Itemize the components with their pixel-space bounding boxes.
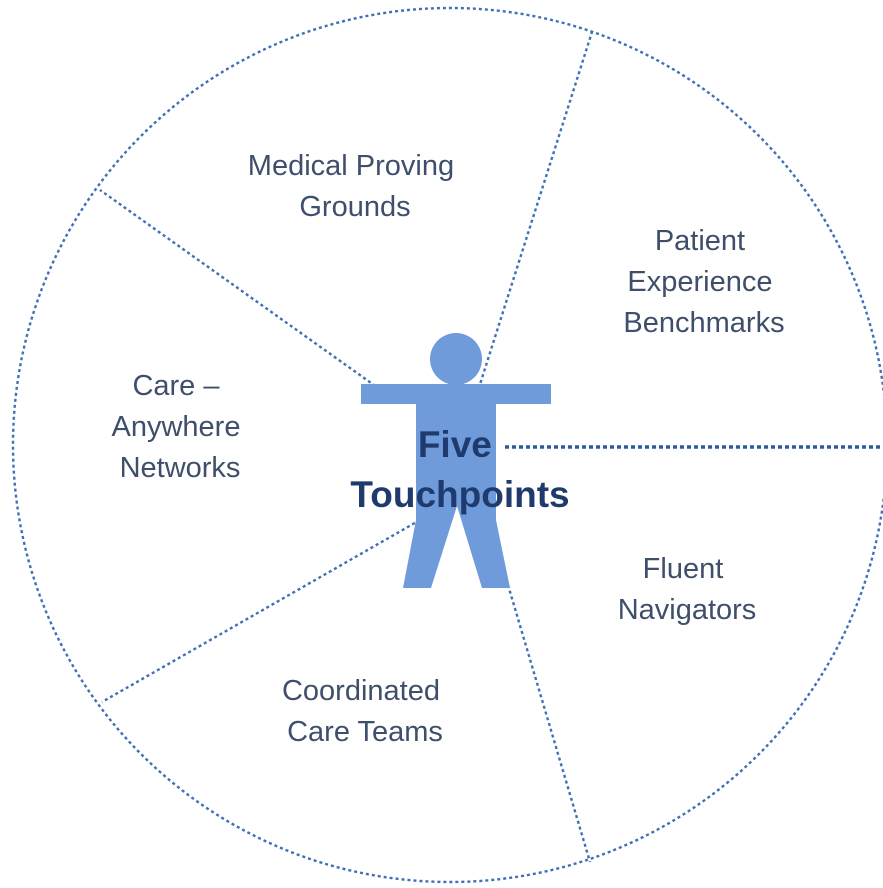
- segment-label-patient-experience-benchmarks: Patient Experience Benchmarks: [623, 225, 784, 339]
- divider-top-right: [473, 31, 594, 401]
- segment-label-fluent-navigators: Fluent Navigators: [618, 553, 757, 626]
- segment-label-care-anywhere-networks: Care – Anywhere Networks: [111, 370, 248, 484]
- divider-upper-left: [99, 189, 396, 401]
- segment-label-coordinated-care-teams: Coordinated Care Teams: [282, 675, 448, 748]
- person-figure-icon: [361, 333, 551, 588]
- figure-head: [430, 333, 482, 385]
- divider-lower-left: [101, 518, 421, 704]
- outer-circle: [11, 6, 883, 884]
- segment-label-medical-proving-grounds: Medical Proving Grounds: [248, 150, 462, 223]
- figure-body: [361, 384, 551, 588]
- center-label: Five Touchpoints: [350, 424, 569, 515]
- divider-bottom-right: [506, 584, 592, 863]
